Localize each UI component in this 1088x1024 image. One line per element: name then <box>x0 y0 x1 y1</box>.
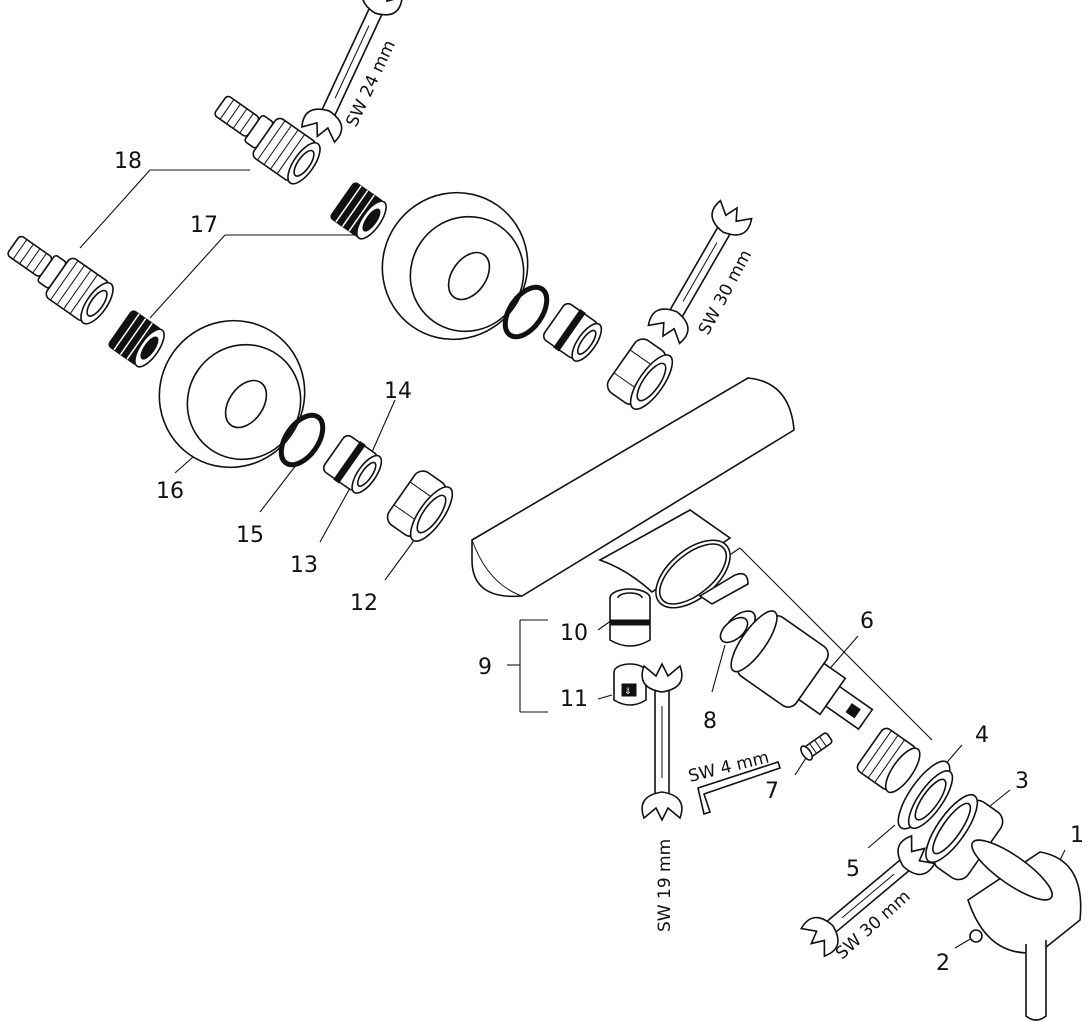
callout-16: 16 <box>156 479 184 504</box>
part-12-union-nut-upper <box>606 338 674 410</box>
part-10-valve <box>609 588 651 647</box>
callout-5: 5 <box>846 857 860 882</box>
part-6-cartridge <box>730 610 874 731</box>
wrench-top-icon <box>300 0 404 144</box>
callout-1: 1 <box>1070 823 1084 848</box>
part-3-sleeve <box>925 793 1004 881</box>
callout-11: 11 <box>560 687 588 712</box>
part-16-flange-upper <box>381 191 529 341</box>
callout-3: 3 <box>1015 769 1029 794</box>
wrench-mid-icon <box>641 662 683 822</box>
callout-7: 7 <box>765 779 779 804</box>
part-18-fitting-upper <box>214 95 321 185</box>
part-15-o-ring-lower <box>278 412 326 468</box>
callout-14: 14 <box>384 379 412 404</box>
hex-key-icon <box>697 760 782 816</box>
callout-17: 17 <box>190 213 218 238</box>
part-15-o-ring-upper <box>502 284 550 340</box>
part-13-14-connector-upper <box>542 302 603 362</box>
callout-18: 18 <box>114 149 142 174</box>
tool-label-wrench-mid: SW 19 mm <box>655 839 675 932</box>
part-11-cartridge: ⇓ <box>613 663 647 706</box>
part-18-fitting-lower <box>7 235 114 325</box>
svg-text:⇓: ⇓ <box>624 687 632 697</box>
part-2-grub-screw <box>969 929 983 943</box>
callout-9: 9 <box>478 655 492 680</box>
part-1-handle <box>967 839 1082 1021</box>
callout-10: 10 <box>560 621 588 646</box>
wrench-right-icon <box>647 199 753 345</box>
mixer-body <box>471 377 795 609</box>
callout-2: 2 <box>936 951 950 976</box>
part-5-nut <box>897 760 954 830</box>
callout-6: 6 <box>860 609 874 634</box>
part-16-flange-lower <box>158 319 306 469</box>
part-8-clip <box>698 572 757 644</box>
callout-12: 12 <box>350 591 378 616</box>
part-17-filter-upper <box>330 182 387 240</box>
part-17-filter-lower <box>108 310 165 368</box>
wrench-bottom-icon <box>800 834 936 958</box>
part-7-screw <box>800 732 833 761</box>
part-4-adapter <box>856 727 921 794</box>
callout-13: 13 <box>290 553 318 578</box>
part-12-union-nut-lower <box>386 470 454 542</box>
callout-4: 4 <box>975 723 989 748</box>
part-13-14-connector-lower <box>322 434 383 494</box>
callout-8: 8 <box>703 709 717 734</box>
callout-numbers: 1 2 3 4 5 6 7 8 9 10 11 12 13 14 15 16 1… <box>114 149 1084 976</box>
callout-15: 15 <box>236 523 264 548</box>
